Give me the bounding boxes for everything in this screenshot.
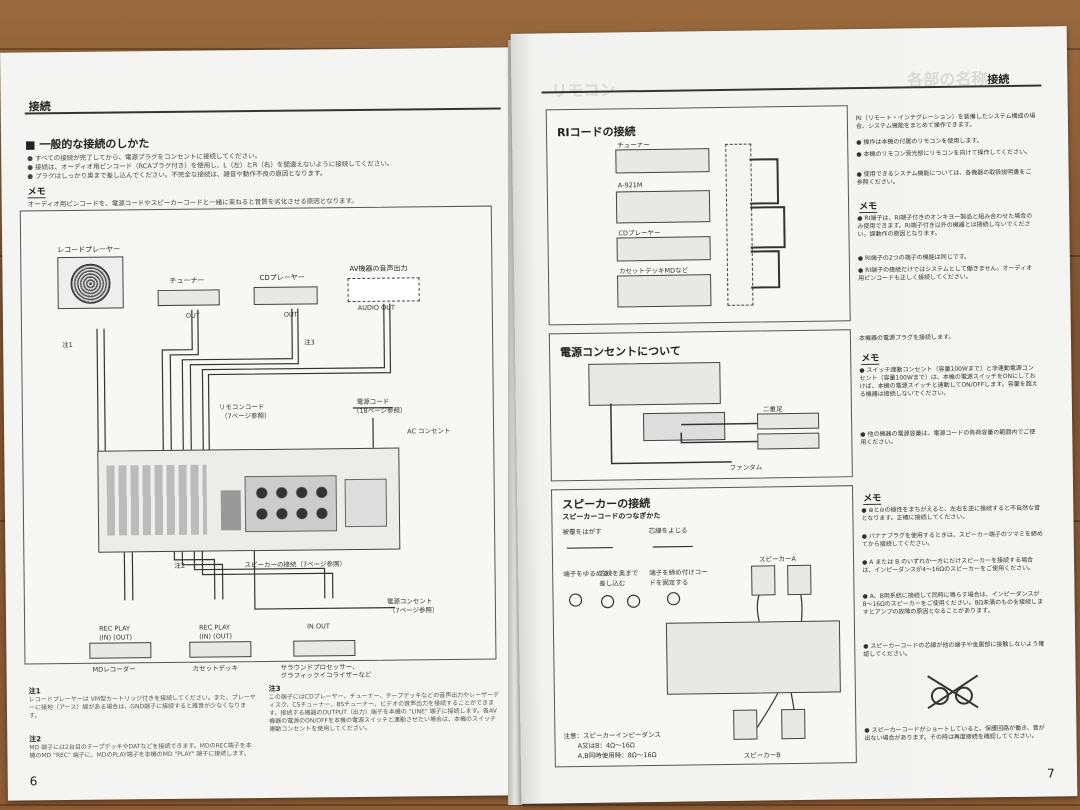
connection-diagram: レコードプレーヤー チューナー CDプレーヤー AV機器の音声出力 OUT OU… xyxy=(19,205,497,665)
bullet-3: ● プラグはしっかり奥まで差し込んでください。不完全な接続は、雑音や動作不良の原… xyxy=(27,169,327,181)
page-number-left: 6 xyxy=(29,774,38,789)
speaker-memo-1: ● ⊕と⊖の極性をまちがえると、左右を逆に接続すると不自然な音となります。正確に… xyxy=(861,504,1041,523)
memo-text: オーディオ用ピンコードを、電源コードやスピーカーコードと一緒に束ねると音質を劣化… xyxy=(27,196,358,209)
record-player xyxy=(57,256,124,310)
ri-memo-3: ● RI端子の接続だけではシステムとして働きません。オーディオ用ピンコードも正し… xyxy=(857,264,1033,283)
speaker-memo-2: ● バナナプラグを使用するときは、スピーカー端子のツマミを締めてから接続してくだ… xyxy=(861,530,1043,549)
ri-memo-label: メモ xyxy=(858,198,878,214)
power-memo-1: ● スイッチ連動コンセント（容量100Wまで）と非連動電源コンセント（容量100… xyxy=(859,364,1038,399)
speaker-b-left xyxy=(733,709,758,740)
section-rule xyxy=(24,107,501,115)
tuner-device xyxy=(157,289,220,307)
turntable-platter-icon xyxy=(70,263,111,304)
ri-connection-panel: RIコードの接続 チューナー A-921M CDプレーヤー カセットデッキMDな… xyxy=(545,105,851,326)
av-output-device xyxy=(347,277,420,303)
terminal-knobs-icon xyxy=(251,482,331,526)
label-speaker-conn: スピーカーの接続（7ページ参照） xyxy=(244,560,347,570)
speaker-a-right xyxy=(787,564,812,596)
power-label-2: ファンタム xyxy=(729,463,763,472)
speaker-label-a: スピーカーA xyxy=(758,554,797,564)
ri-memo-1: ● RI端子は、RI端子付きのオンキヨー製品と組み合わせた場合のみ使用できます。… xyxy=(857,212,1033,239)
power-cables xyxy=(610,403,758,465)
speaker-terminals xyxy=(244,475,338,533)
right-page: リモコン 各部の名称 接続 RIコードの接続 チューナー A-921M CDプレ… xyxy=(510,26,1078,804)
speaker-note-3: A,B同時使用時：8Ω〜16Ω xyxy=(577,750,657,761)
surround-processor-device xyxy=(293,640,356,657)
cd-player-device xyxy=(253,286,318,306)
ri-jack xyxy=(220,490,242,531)
label-note2: 注2 xyxy=(174,561,186,570)
label-note1: 注1 xyxy=(62,340,73,350)
label-to-outlet: AC コンセント xyxy=(407,427,451,436)
plank-seam xyxy=(0,804,1080,806)
label-tuner: チューナー xyxy=(169,276,205,285)
speaker-a-left xyxy=(751,565,776,596)
label-in-out-3: IN OUT xyxy=(307,622,330,631)
label-cd-player: CDプレーヤー xyxy=(259,273,305,282)
label-rec-play-1: REC PLAY xyxy=(99,624,131,633)
md-recorder-device xyxy=(89,642,152,659)
label-av-out: AV機器の音声出力 xyxy=(349,264,408,274)
power-label-1: 二重足 xyxy=(762,405,783,414)
label-record-player: レコードプレーヤー xyxy=(57,245,121,255)
speaker-memo-5: ● スピーカーコードの芯線が他の端子や金属部に接触しないよう確認してください。 xyxy=(863,640,1045,659)
power-text: 本機器の電源プラグを接続します。 xyxy=(858,333,955,343)
speaker-label-b: スピーカーB xyxy=(743,751,781,760)
label-md-recorder: MDレコーダー xyxy=(92,665,136,674)
label-remote-cord-ref: （7ページ参照） xyxy=(220,411,271,421)
label-note3: 注3 xyxy=(304,338,315,347)
label-cassette-deck: カセットデッキ xyxy=(192,664,239,673)
page-heading: ■ 一般的な接続のしかた xyxy=(24,137,150,152)
power-memo-label: メモ xyxy=(861,350,880,366)
note3-text: この端子にはCDプレーヤー、チューナー、テープデッキなどの音声出力やレーザーディ… xyxy=(268,691,500,733)
label-out-1: OUT xyxy=(185,311,200,320)
memo-label: メモ xyxy=(27,184,46,199)
speaker-memo-3: ● A または B のいずれか一方にだけスピーカーを接続する場合は、インピーダン… xyxy=(862,556,1035,575)
power-outlet-panel: 電源コンセントについて 二重足 ファンタム xyxy=(548,329,853,482)
note1-title: 注1 xyxy=(28,687,41,696)
amplifier-speaker-rear xyxy=(665,620,841,695)
label-in-out-1: (IN) (OUT) xyxy=(99,633,133,642)
speaker-note: 注意：スピーカーインピーダンス xyxy=(563,730,661,741)
label-power-outlet-ref: （7ページ参照） xyxy=(388,606,439,615)
power-memo-2: ● 他の機器の電源容量は、電源コードの負荷容量の範囲内でご使用ください。 xyxy=(860,428,1036,447)
speaker-warning: ● スピーカーコードがショートしていると、保護回路が働き、音が出ない場合がありま… xyxy=(864,724,1045,743)
note1-text: レコードプレーヤーは VM型カートリッジ付きを接続してください。また、プレーヤー… xyxy=(28,694,256,720)
ac-outlets xyxy=(344,478,388,528)
ri-cables xyxy=(749,158,786,289)
ri-text-2: ● 操作は本機の付属のリモコンを使用します。 xyxy=(856,137,983,147)
ri-text-1: RI（リモート・インテグレーション）を装備したシステム構成の場合、システム機能を… xyxy=(855,112,1036,131)
speaker-memo-label: メモ xyxy=(863,490,882,506)
label-surround-2: グラフィックイコライザーなど xyxy=(280,670,372,680)
note2-title: 注2 xyxy=(29,735,42,744)
ri-text-3: ● 本機のリモコン受光部にリモコンを向けて操作してください。 xyxy=(856,148,1032,159)
label-in-out-2: (IN) (OUT) xyxy=(199,632,233,641)
label-out-2: OUT xyxy=(283,310,298,319)
amplifier-rear-panel xyxy=(97,447,401,553)
speaker-panel: スピーカーの接続 スピーカーコードのつなぎかた 被覆をはがす 芯線をよじる 端子… xyxy=(551,485,857,768)
rca-jacks xyxy=(106,464,208,536)
left-page: 接続 ■ 一般的な接続のしかた ● すべての接続が完了してから、電源プラグをコン… xyxy=(0,47,520,801)
shorted-wire-warning-icon xyxy=(920,667,987,714)
label-audio-out: AUDIO OUT xyxy=(357,303,395,312)
speaker-b-right xyxy=(781,708,806,740)
ri-text-4: ● 使用できるシステム機能については、各機器の取扱説明書をご参照ください。 xyxy=(856,168,1032,187)
page-number-right: 7 xyxy=(1046,766,1055,781)
note2-text: MD 端子には2台目のテープデッキやDATなどを接続できます。MDのREC端子を… xyxy=(29,742,252,760)
ri-memo-2: ● RI端子の2つの端子の機能は同じです。 xyxy=(857,253,971,263)
watermark-left: リモコン xyxy=(551,76,615,101)
label-power-cord-ref: （18ページ参照） xyxy=(352,406,407,416)
speaker-memo-4: ● A、B両系統に接続して同時に鳴らす場合は、インピーダンスが8〜16Ωのスピー… xyxy=(862,590,1044,617)
cassette-deck-device xyxy=(189,641,252,658)
note3-title: 注3 xyxy=(268,684,281,693)
label-rec-play-2: REC PLAY xyxy=(199,623,231,632)
